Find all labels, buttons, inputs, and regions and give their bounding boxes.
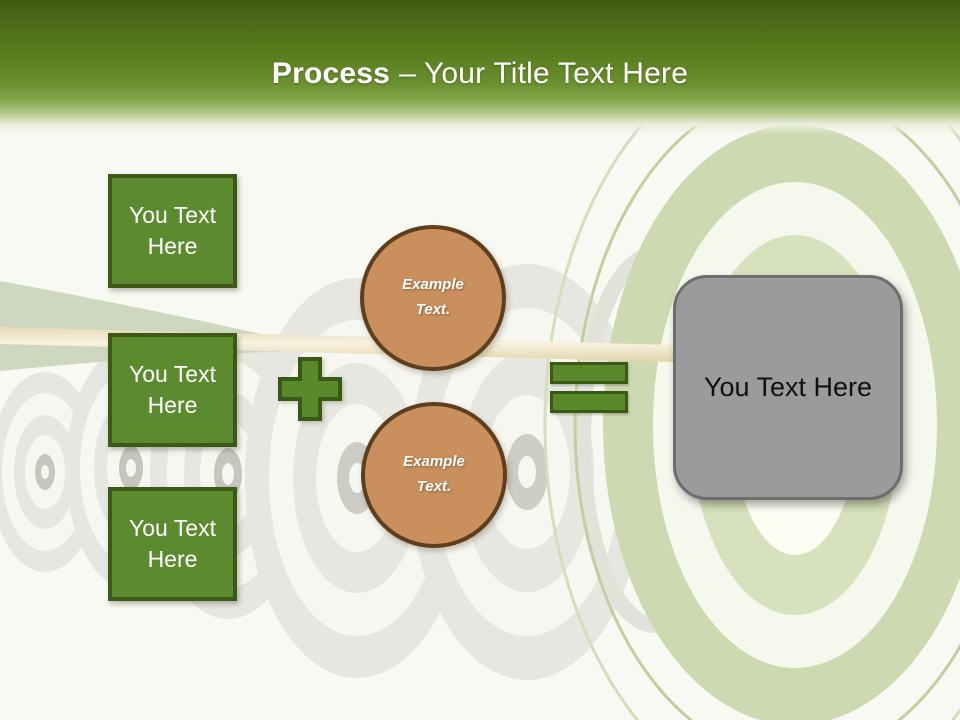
page-title-rest: – Your Title Text Here xyxy=(399,57,689,90)
text-placeholder-box-2[interactable]: You Text Here xyxy=(108,333,237,447)
text-placeholder-box-2-label: You Text Here xyxy=(129,360,216,418)
example-text-circle-1[interactable]: Example Text. xyxy=(360,225,506,371)
example-text-circle-2-line1: Example xyxy=(403,453,465,471)
page-title-bold: Process xyxy=(271,57,391,90)
result-placeholder-box[interactable]: You Text Here xyxy=(673,275,903,500)
page-title: Process– Your Title Text Here xyxy=(0,57,960,91)
example-text-circle-2-line2: Text. xyxy=(416,478,452,495)
text-placeholder-box-3-label: You Text Here xyxy=(129,514,216,572)
text-placeholder-box-1[interactable]: You Text Here xyxy=(108,174,237,288)
equals-icon-top-bar xyxy=(550,362,628,384)
plus-icon xyxy=(277,356,343,427)
equals-icon-bottom-bar xyxy=(550,391,628,413)
example-text-circle-1-line1: Example xyxy=(402,276,464,294)
text-placeholder-box-3[interactable]: You Text Here xyxy=(108,487,237,601)
example-text-circle-2[interactable]: Example Text. xyxy=(361,402,507,548)
result-placeholder-box-label: You Text Here xyxy=(703,372,873,402)
text-placeholder-box-1-label: You Text Here xyxy=(129,201,216,259)
header-band xyxy=(0,0,960,135)
example-text-circle-1-line2: Text. xyxy=(415,301,451,318)
